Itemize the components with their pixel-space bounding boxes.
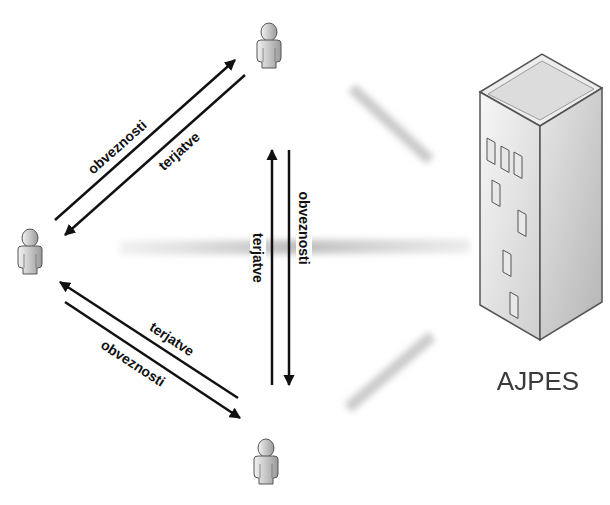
flow-label: terjatve bbox=[250, 231, 266, 285]
flow-arrow bbox=[55, 60, 289, 418]
person-icon bbox=[254, 439, 278, 484]
person-icon bbox=[18, 229, 42, 274]
person-icon bbox=[257, 23, 281, 68]
building-icon bbox=[470, 40, 606, 402]
flow-label: obveznosti bbox=[296, 189, 312, 266]
link-band bbox=[120, 88, 470, 408]
building-node: AJPES bbox=[470, 40, 606, 402]
building-name: AJPES bbox=[470, 366, 606, 396]
